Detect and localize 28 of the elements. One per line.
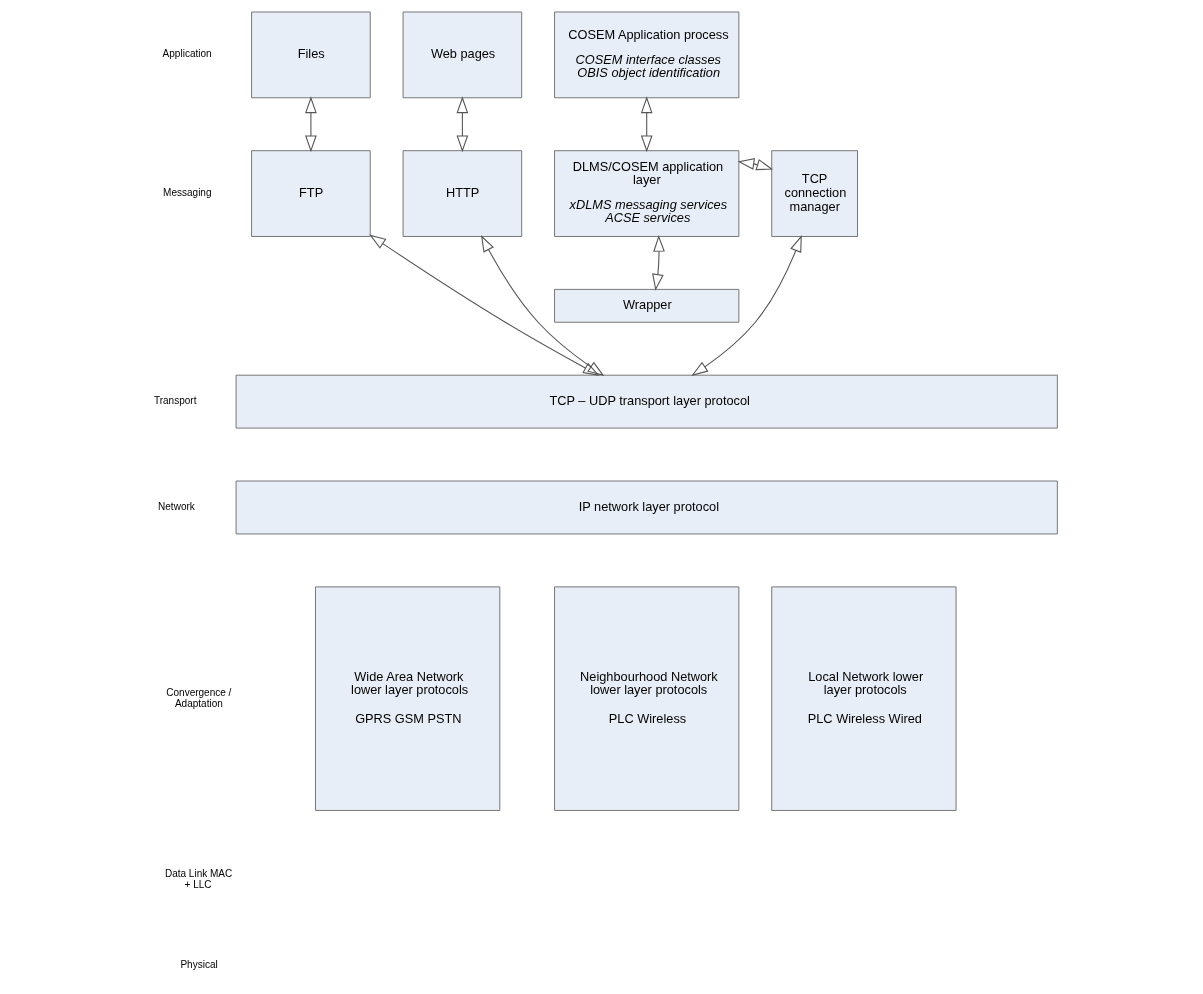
arrow xyxy=(737,158,773,171)
node-box: Local Network lower layer protocols PLC Wireless Wired xyxy=(770,586,956,811)
label: Network xyxy=(157,501,195,513)
node-box: Wide Area Network lower layer protocols GPRS GSM PSTN xyxy=(314,586,500,811)
node-box: Files xyxy=(250,11,371,99)
node-box: TCP connection manager xyxy=(770,150,858,237)
arrow xyxy=(304,96,317,153)
label: Physical xyxy=(179,959,218,971)
node-box: FTP xyxy=(250,150,371,237)
arrow xyxy=(368,234,600,376)
node-box: Neighbourhood Network lower layer protocols PLC Wireless xyxy=(553,586,739,811)
label: Transport xyxy=(153,395,196,407)
arrow xyxy=(640,96,653,153)
arrow xyxy=(690,235,802,376)
node-box: Wrapper xyxy=(553,288,739,323)
arrow xyxy=(480,235,604,377)
arrow xyxy=(651,234,665,291)
label: Application xyxy=(162,48,212,60)
node-box: HTTP xyxy=(402,150,522,237)
node-box: IP network layer protocol xyxy=(235,480,1058,535)
node-box: DLMS/COSEM application layer xDLMS messaging services ACSE services xyxy=(553,150,739,237)
label: Messaging xyxy=(162,187,212,199)
node-box: COSEM Application process COSEM interface classes OBIS object identification xyxy=(553,11,739,99)
label: Convergence / Adaptation xyxy=(165,686,231,709)
label: Data Link MAC + LLC xyxy=(164,867,232,890)
node-box: TCP – UDP transport layer protocol xyxy=(235,374,1058,429)
arrow xyxy=(456,96,468,153)
node-box: Web pages xyxy=(402,11,522,99)
